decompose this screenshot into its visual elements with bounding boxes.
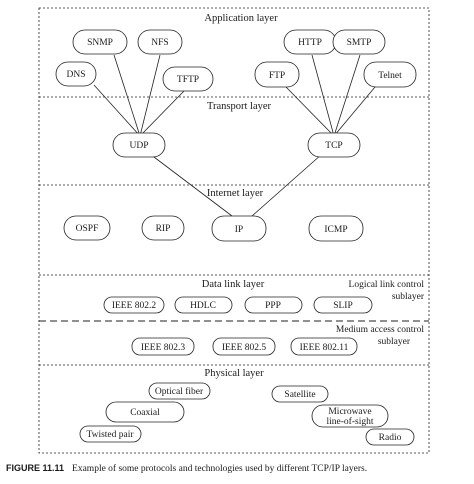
- node-ieee8025: [212, 337, 276, 356]
- node-dns: [55, 61, 97, 87]
- edge-ftp-tcp: [285, 86, 335, 137]
- node-ppp: [244, 296, 303, 314]
- mac-sublayer-label-line1: Medium access control: [336, 325, 424, 335]
- slip-label: SLIP: [333, 301, 353, 311]
- edge-nfs-udp: [139, 54, 161, 137]
- smtp-label: SMTP: [347, 38, 372, 48]
- edge-telnet-tcp: [333, 86, 376, 137]
- node-slip: [313, 296, 373, 314]
- node-ieee80211: [290, 337, 358, 356]
- node-ip: [211, 215, 267, 242]
- microwave-label-line1: Microwave: [328, 407, 371, 417]
- node-ieee8022: [103, 296, 165, 314]
- llc-sublayer-label-line1: Logical link control: [349, 280, 425, 290]
- node-optical-fiber: [148, 382, 211, 400]
- ieee80211-label: IEEE 802.11: [300, 343, 349, 353]
- edge-tftp-udp: [139, 90, 185, 137]
- node-snmp: [72, 29, 128, 55]
- layer-dividers: [39, 96, 429, 366]
- dns-label: DNS: [66, 70, 85, 80]
- edge-dns-udp: [93, 84, 141, 137]
- node-ftp: [254, 61, 300, 88]
- tftp-label: TFTP: [177, 75, 199, 85]
- llc-sublayer-label-line2: sublayer: [392, 292, 425, 302]
- telnet-label: Telnet: [378, 71, 402, 81]
- coaxial-label: Coaxial: [130, 408, 160, 418]
- ospf-label: OSPF: [76, 224, 99, 234]
- ftp-label: FTP: [269, 71, 285, 81]
- ppp-label: PPP: [265, 301, 281, 311]
- node-twisted-pair: [79, 425, 142, 443]
- node-coaxial: [105, 401, 185, 423]
- edge-snmp-udp: [113, 54, 141, 137]
- nfs-label: NFS: [151, 38, 168, 48]
- node-tcp: [307, 132, 361, 158]
- node-hdlc: [174, 296, 233, 314]
- radio-label: Radio: [379, 433, 402, 443]
- application-layer-title: Application layer: [204, 13, 278, 24]
- ieee8023-label: IEEE 802.3: [141, 343, 186, 353]
- node-tftp: [162, 66, 214, 92]
- node-ieee8023: [131, 337, 195, 356]
- edge-http-tcp: [311, 54, 335, 137]
- node-satellite: [271, 385, 329, 403]
- optical-fiber-label: Optical fiber: [155, 386, 204, 397]
- node-smtp: [332, 29, 386, 55]
- tcp-label: TCP: [325, 141, 342, 151]
- figure-caption: FIGURE 11.11 Example of some protocols an…: [6, 463, 367, 474]
- microwave-label-line2: line-of-sight: [327, 416, 374, 427]
- transport-layer-title: Transport layer: [207, 101, 272, 112]
- node-radio: [365, 428, 415, 446]
- http-label: HTTP: [298, 38, 322, 48]
- connections: [93, 54, 376, 217]
- mac-sublayer-label-line2: sublayer: [378, 337, 411, 347]
- twisted-pair-label: Twisted pair: [86, 430, 134, 440]
- node-shapes: [55, 29, 417, 446]
- node-ospf: [63, 215, 111, 241]
- ieee8022-label: IEEE 802.2: [112, 301, 157, 311]
- edge-udp-ip: [149, 153, 233, 217]
- figure-caption-text: Example of some protocols and technologi…: [72, 464, 368, 474]
- ieee8025-label: IEEE 802.5: [222, 343, 267, 353]
- satellite-label: Satellite: [284, 390, 315, 400]
- internet-layer-title: Internet layer: [207, 188, 264, 199]
- node-icmp: [308, 215, 364, 242]
- diagram-border: [38, 7, 430, 454]
- edge-tcp-ip: [251, 153, 323, 217]
- figure-number: FIGURE 11.11: [6, 463, 65, 473]
- node-udp: [112, 132, 166, 158]
- datalink-layer-title: Data link layer: [202, 279, 265, 290]
- udp-label: UDP: [129, 141, 148, 151]
- ip-label: IP: [235, 225, 243, 235]
- hdlc-label: HDLC: [190, 301, 216, 311]
- node-nfs: [137, 29, 183, 55]
- node-telnet: [363, 61, 417, 88]
- edge-smtp-tcp: [333, 54, 361, 137]
- snmp-label: SNMP: [87, 38, 113, 48]
- physical-layer-title: Physical layer: [204, 368, 264, 379]
- rip-label: RIP: [156, 224, 171, 234]
- node-microwave: [311, 404, 389, 428]
- node-rip: [141, 215, 185, 241]
- icmp-label: ICMP: [324, 225, 347, 235]
